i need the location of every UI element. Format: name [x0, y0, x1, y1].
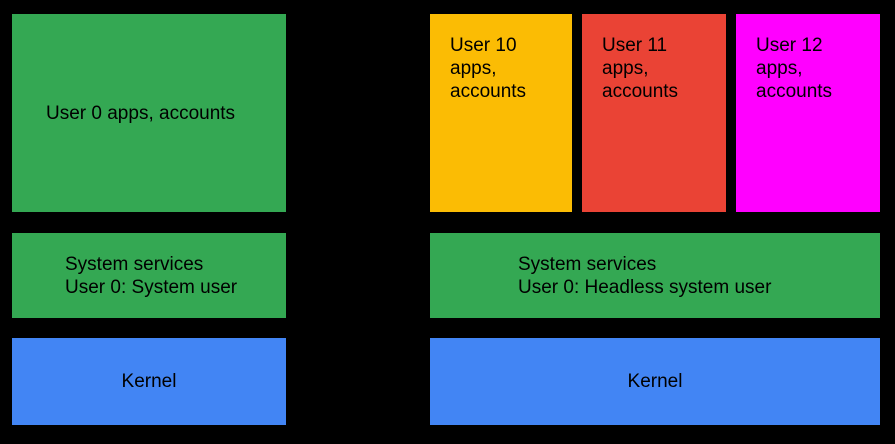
user12-apps-label: User 12 apps, accounts	[756, 35, 833, 102]
right-system-services-box: System services User 0: Headless system …	[430, 233, 880, 318]
user10-apps-label: User 10 apps, accounts	[450, 35, 527, 102]
right-kernel-box: Kernel	[430, 338, 880, 425]
left-system-services-box: System services User 0: System user	[12, 233, 286, 318]
user0-apps-box: User 0 apps, accounts	[12, 14, 286, 212]
left-kernel-label: Kernel	[121, 371, 177, 392]
user10-apps-box: User 10 apps, accounts	[430, 14, 572, 212]
right-kernel-label: Kernel	[627, 371, 683, 392]
user11-apps-label: User 11 apps, accounts	[602, 35, 679, 102]
user0-apps-label: User 0 apps, accounts	[46, 102, 236, 124]
user11-apps-box: User 11 apps, accounts	[582, 14, 726, 212]
user12-apps-box: User 12 apps, accounts	[736, 14, 880, 212]
right-system-services-label: System services User 0: Headless system …	[518, 253, 772, 298]
left-system-services-label: System services User 0: System user	[65, 253, 238, 298]
left-kernel-box: Kernel	[12, 338, 286, 425]
